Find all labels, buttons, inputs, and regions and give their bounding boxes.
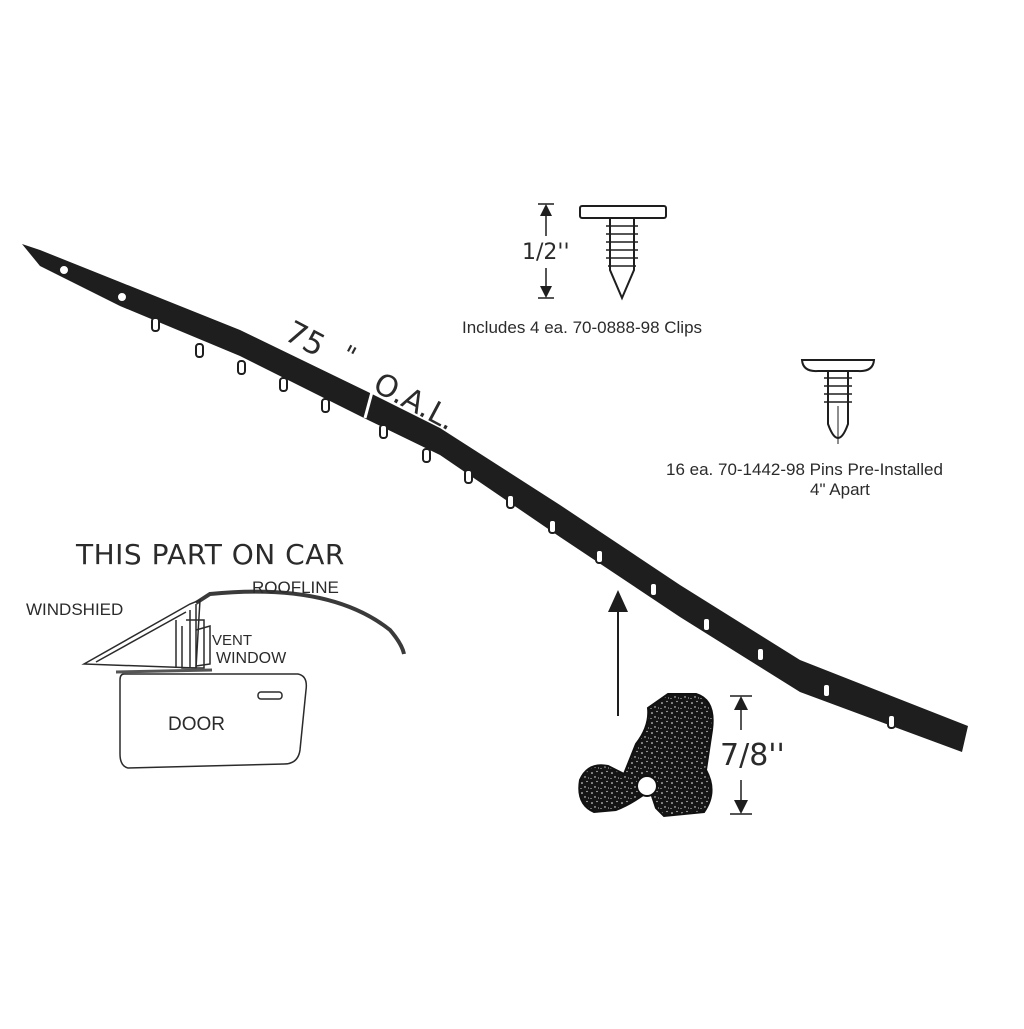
clip-head	[579, 205, 667, 219]
clip-arrow-up-icon	[540, 204, 552, 216]
strip-pin	[279, 377, 288, 392]
vent-label-line1: VENT	[212, 632, 253, 649]
pin-head	[800, 359, 876, 373]
door-handle	[257, 691, 283, 700]
pin-caption-line1: 16 ea. 70-1442-98 Pins Pre-Installed	[666, 460, 943, 479]
windshield-label: WINDSHIED	[26, 600, 124, 619]
strip-pin	[649, 582, 658, 597]
strip-pins	[151, 317, 896, 729]
windshield-inner	[95, 611, 187, 663]
strip-pin	[151, 317, 160, 332]
pin-caption-line2: 4" Apart	[810, 480, 870, 499]
seal-profile	[578, 693, 752, 818]
strip-pin	[756, 647, 765, 662]
windshield-outline	[81, 598, 201, 669]
profile-arrow-up-icon	[734, 696, 748, 710]
profile-dimension-label: 7/8''	[720, 738, 785, 773]
strip-pin	[595, 549, 604, 564]
strip-pin	[321, 398, 330, 413]
strip-pin	[237, 360, 246, 375]
door-top-rail	[115, 668, 213, 674]
roofline-curve	[194, 589, 406, 655]
clip-dimension-label: 1/2''	[522, 240, 570, 265]
profile-arrow-down-icon	[734, 800, 748, 814]
clip-threads	[606, 225, 638, 267]
profile-hole	[636, 775, 658, 797]
clip-illustration	[538, 203, 667, 301]
up-arrow-icon	[608, 590, 628, 612]
profile-pointer	[608, 590, 628, 716]
molding-strip	[22, 244, 968, 752]
vent-glass	[195, 625, 211, 667]
car-sketch	[81, 589, 406, 769]
strip-pin	[422, 448, 431, 463]
strip-end-bump	[58, 264, 70, 276]
strip-pin	[506, 494, 515, 509]
roofline-label: ROOFLINE	[252, 578, 339, 597]
door-outline	[119, 673, 308, 769]
strip-pin	[887, 714, 896, 729]
clip-arrow-down-icon	[540, 286, 552, 298]
pin-illustration	[800, 359, 876, 444]
strip-pin	[702, 617, 711, 632]
pin-ribs	[824, 377, 852, 403]
vent-label-line2: WINDOW	[216, 650, 287, 667]
strip-body	[22, 244, 968, 752]
profile-shape	[578, 693, 714, 818]
clip-caption: Includes 4 ea. 70-0888-98 Clips	[462, 318, 703, 337]
pillar	[175, 604, 197, 668]
strip-pin	[548, 519, 557, 534]
car-view-title: THIS PART ON CAR	[76, 538, 345, 571]
strip-pin	[464, 469, 473, 484]
vent-frame	[181, 619, 205, 669]
strip-pin	[195, 343, 204, 358]
pin-shank	[827, 370, 849, 439]
door-label: DOOR	[168, 714, 225, 735]
strip-break	[363, 391, 374, 419]
strip-end-bump	[116, 291, 128, 303]
strip-pin	[822, 683, 831, 698]
strip-pin	[379, 424, 388, 439]
